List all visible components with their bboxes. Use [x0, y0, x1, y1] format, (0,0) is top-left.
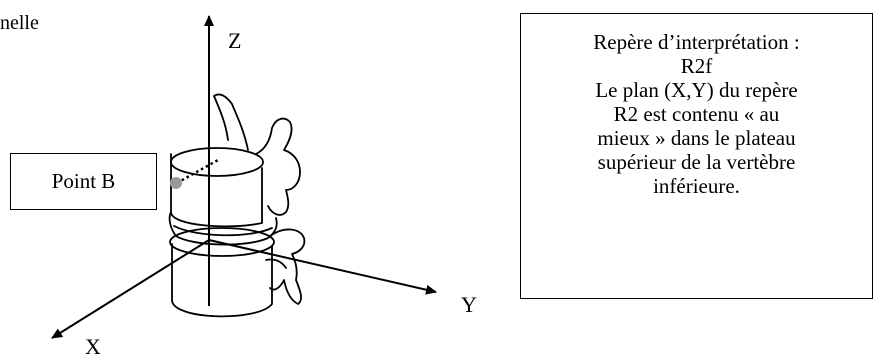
lower-articular-process	[265, 258, 287, 269]
note-line: mieux » dans le plateau	[597, 126, 796, 150]
note-line: R2f	[680, 54, 713, 78]
note-line: Repère d’interprétation :	[593, 30, 800, 54]
intervertebral-disc	[168, 211, 278, 246]
lower-vertebral-body	[171, 243, 273, 318]
note-line: R2 est contenu « au	[613, 102, 780, 126]
y-axis	[208, 239, 437, 295]
partial-text-fragment: nelle	[0, 12, 39, 34]
x-axis-label: X	[85, 334, 101, 359]
upper-spinous-process	[255, 117, 301, 216]
x-axis	[51, 239, 210, 339]
point-b-label: Point B	[10, 153, 157, 210]
lower-spinous-process	[269, 228, 306, 305]
note-line: inférieure.	[653, 174, 740, 198]
point-b-dotted-line	[176, 158, 219, 185]
note-line: Le plan (X,Y) du repère	[595, 78, 798, 102]
upper-vertebral-body	[170, 153, 263, 228]
disc-line	[173, 225, 273, 237]
interpretation-note: Repère d’interprétation : R2f Le plan (X…	[520, 13, 873, 299]
vertebra-illustration	[168, 93, 306, 318]
y-axis-label: Y	[461, 292, 477, 317]
upper-posterior-process	[213, 93, 249, 151]
lower-endplate	[169, 227, 275, 257]
upper-endplate	[170, 147, 264, 177]
point-b-marker	[170, 177, 182, 189]
note-line: supérieur de la vertèbre	[597, 150, 796, 174]
z-axis-label: Z	[228, 28, 242, 53]
